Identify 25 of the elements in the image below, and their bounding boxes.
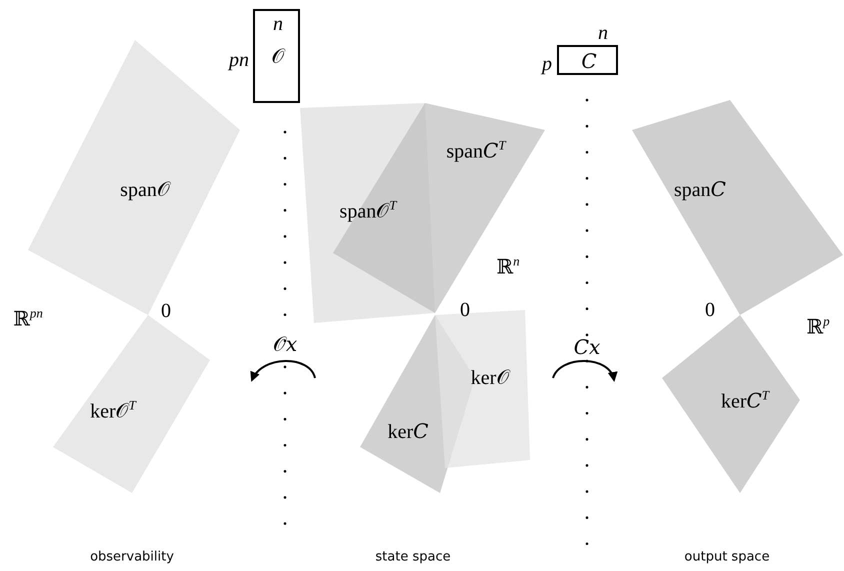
dimension-label: p xyxy=(542,54,552,74)
dimension-label: n xyxy=(273,14,283,34)
map-label: 𝒪𝑥 xyxy=(272,335,298,355)
origin-label: 0 xyxy=(161,301,171,321)
subspace-label: span𝐶$^{T}$ xyxy=(446,138,506,162)
dimension-label: pn xyxy=(229,50,249,70)
subspace-label: span𝐶 xyxy=(674,180,726,200)
matrix-symbol: 𝒪 xyxy=(272,47,284,67)
origin-label: 0 xyxy=(460,300,470,320)
caption: output space xyxy=(684,550,770,564)
subspace-label: span𝒪 xyxy=(120,180,170,200)
origin-label: 0 xyxy=(705,300,715,320)
subspace-label: ker𝐶$^{T}$ xyxy=(720,388,770,412)
caption: state space xyxy=(375,550,451,564)
space-label: ℝ$^{p}$ xyxy=(806,314,830,338)
matrix-symbol: 𝐶 xyxy=(581,52,597,72)
dimension-label: n xyxy=(598,23,608,43)
caption: observability xyxy=(90,550,174,564)
subspace-label: span𝒪$^{T}$ xyxy=(340,198,396,222)
space-label: ℝ$^{n}$ xyxy=(496,254,520,278)
space-label: ℝ$^{pn}$ xyxy=(13,306,43,330)
subspace-label: ker𝒪 xyxy=(470,368,510,388)
subspace-label: ker𝒪$^{T}$ xyxy=(90,398,136,422)
map-label: 𝐶𝑥 xyxy=(574,338,600,358)
subspace-label: ker𝐶 xyxy=(388,422,428,442)
